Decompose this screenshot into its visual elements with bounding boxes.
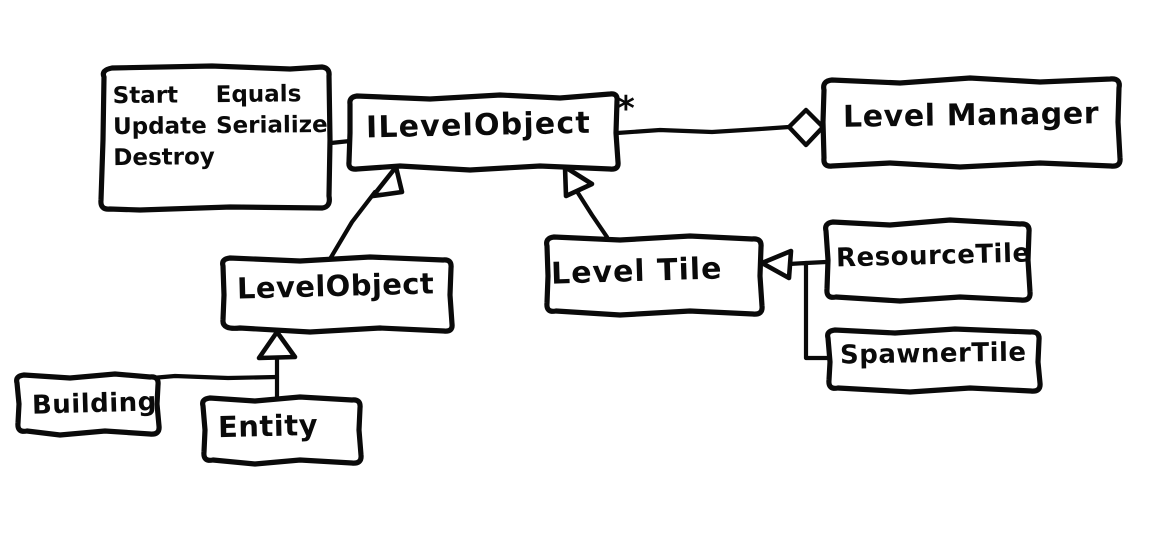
methods-note-box[interactable] (98, 63, 333, 213)
edge-ilevelobject-to-levelmanager[interactable] (614, 107, 826, 148)
spawnertile-box[interactable] (825, 326, 1043, 395)
resourcetile-box[interactable] (823, 217, 1033, 304)
levelobject-box[interactable] (220, 254, 455, 335)
edge-tiles-to-leveltile[interactable] (759, 248, 830, 361)
ilevelobject-box[interactable] (346, 91, 621, 173)
leveltile-box[interactable] (544, 233, 765, 318)
edge-subclasses-to-levelobject[interactable] (149, 329, 298, 403)
hollow-triangle-marker (562, 164, 595, 199)
edge-leveltile-to-ilevelobject[interactable] (562, 164, 610, 240)
levelmanager-box[interactable] (820, 75, 1123, 170)
hollow-triangle-marker (759, 248, 794, 281)
entity-box[interactable] (200, 394, 364, 467)
hollow-triangle-marker (256, 329, 298, 361)
open-diamond-marker (786, 107, 826, 148)
edge-levelobject-to-ilevelobject[interactable] (327, 164, 405, 262)
building-box[interactable] (14, 371, 162, 438)
edge-methods-to-ilevelobject[interactable] (328, 138, 353, 146)
hollow-triangle-marker (370, 164, 405, 199)
